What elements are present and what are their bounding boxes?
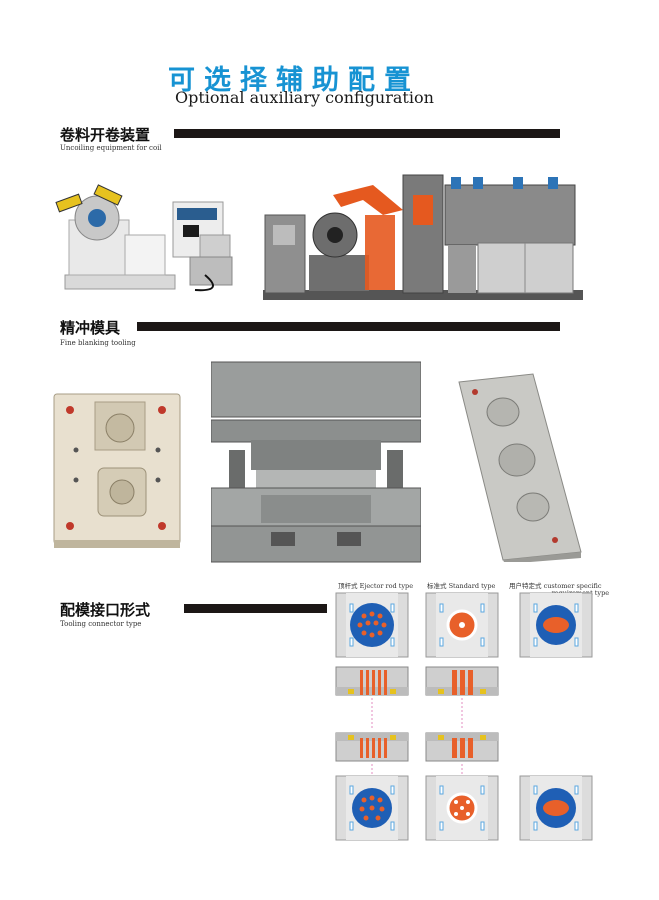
section-title-uncoiling: 卷料开卷装置	[60, 126, 151, 144]
standard-bottom-view	[425, 775, 499, 841]
uncoiling-line-photo	[263, 174, 583, 300]
die-set-photo	[211, 361, 421, 563]
ejector-side-view-lower	[335, 732, 409, 762]
connector-label-ejector-cn: 顶杆式	[338, 582, 358, 590]
page-title-en: Optional auxiliary configuration	[175, 88, 434, 107]
section-subtitle-uncoiling: Uncoiling equipment for coil	[60, 144, 162, 152]
connector-label-customer-cn: 用户特定式	[509, 582, 542, 590]
page-title-cn: 可选择辅助配置	[168, 65, 420, 96]
connector-diagrams	[335, 592, 593, 841]
ejector-side-view	[335, 666, 409, 696]
section-subtitle-fine-blanking: Fine blanking tooling	[60, 339, 136, 347]
section-subtitle-connector: Tooling connector type	[60, 620, 142, 628]
connector-label-customer-en-1: customer specific	[543, 582, 602, 590]
ejector-top-view	[335, 592, 409, 658]
customer-bottom-view	[519, 775, 593, 841]
die-plate-photo-left	[53, 393, 181, 548]
ejector-bottom-view	[335, 775, 409, 841]
connector-label-standard-en: Standard type	[448, 582, 496, 590]
standard-top-view	[425, 592, 499, 658]
section-divider-bar	[137, 322, 560, 331]
connector-label-standard-cn: 标准式	[427, 582, 447, 590]
customer-top-view	[519, 592, 593, 658]
section-divider-bar	[174, 129, 560, 138]
section-divider-bar	[184, 604, 327, 613]
section-title-connector: 配模接口形式	[60, 601, 151, 619]
section-title-fine-blanking: 精冲模具	[60, 319, 121, 337]
connector-label-ejector-en: Ejector rod type	[359, 582, 414, 590]
standard-side-view	[425, 666, 499, 696]
connector-label-standard: 标准式 Standard type	[427, 583, 495, 590]
standard-side-view-lower	[425, 732, 499, 762]
connector-label-ejector: 顶杆式 Ejector rod type	[338, 583, 413, 590]
uncoiler-straightener-photo	[55, 184, 233, 292]
die-plate-photo-right	[458, 373, 582, 562]
